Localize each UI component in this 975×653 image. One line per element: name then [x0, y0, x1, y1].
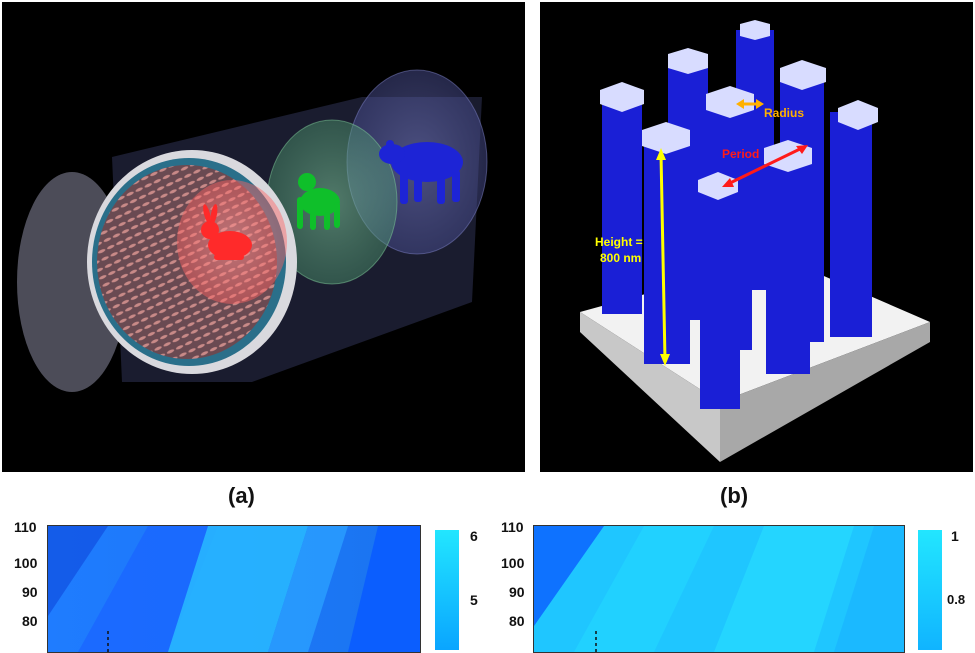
pillar [764, 140, 812, 374]
left-ytick-90: 90 [22, 584, 38, 600]
left-colorbar-tick-5: 5 [470, 592, 478, 608]
right-colorbar-tick-0-8: 0.8 [947, 592, 966, 607]
gorilla-icon [297, 173, 340, 230]
period-arrow [722, 145, 808, 187]
right-heatmap-field [534, 526, 904, 652]
metalens-fiber-illustration [17, 69, 488, 392]
bear-icon [379, 140, 463, 204]
panel-a-illustration [2, 2, 525, 472]
left-ytick-100: 100 [14, 555, 38, 571]
pillar [698, 172, 740, 409]
pillar [600, 82, 644, 314]
right-ytick-100: 100 [501, 555, 525, 571]
caption-a: (a) [228, 483, 255, 508]
height-label-line2: 800 nm [600, 251, 641, 265]
left-heatmap [47, 525, 421, 653]
pillars [600, 20, 878, 409]
right-colorbar-tick-1: 1 [951, 528, 959, 544]
pillar [642, 122, 690, 364]
left-ytick-80: 80 [22, 613, 38, 629]
substrate-left-side [580, 312, 720, 462]
radius-arrow [736, 99, 764, 109]
rabbit-icon [201, 204, 252, 260]
left-heatmap-field [48, 526, 420, 652]
height-arrow [656, 148, 670, 366]
right-colorbar [918, 530, 942, 650]
right-ytick-90: 90 [509, 584, 525, 600]
height-label-line1: Height = [595, 235, 643, 249]
left-colorbar [435, 530, 459, 650]
period-label: Period [722, 147, 759, 161]
panel-b-illustration: Radius Period Height = 800 nm [540, 2, 973, 472]
radius-label: Radius [764, 106, 804, 120]
right-ytick-110: 110 [501, 519, 524, 535]
substrate-right-side [720, 322, 930, 462]
left-ytick-110: 110 [14, 519, 37, 535]
right-ytick-80: 80 [509, 613, 525, 629]
right-heatmap [533, 525, 905, 653]
pillar [830, 100, 878, 337]
left-colorbar-tick-6: 6 [470, 528, 478, 544]
nanopillar-array: Radius Period Height = 800 nm [580, 20, 930, 462]
caption-b: (b) [720, 483, 749, 508]
